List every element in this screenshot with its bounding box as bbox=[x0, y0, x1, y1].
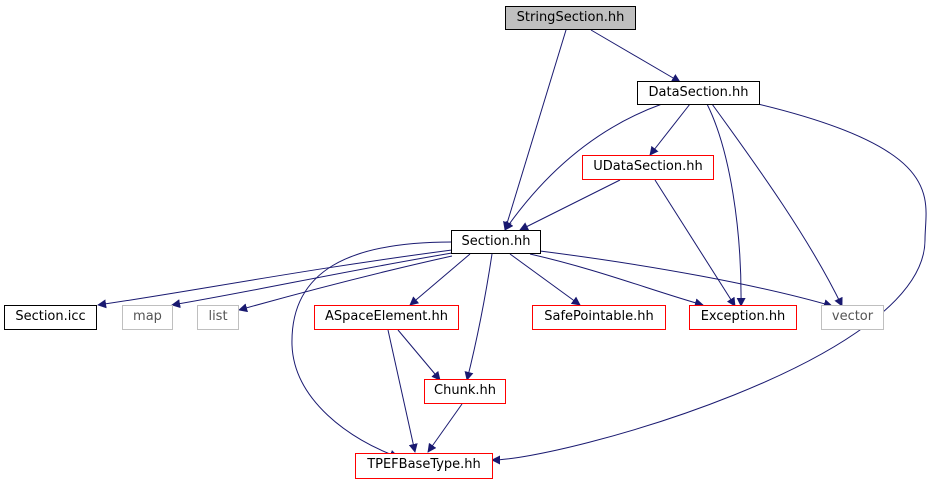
edge-datasection-udatasection bbox=[649, 103, 691, 156]
edge-section-vector bbox=[539, 250, 833, 309]
node-datasection-hh[interactable]: DataSection.hh bbox=[637, 81, 760, 105]
edge-section-tpefbasetype bbox=[291, 241, 453, 459]
node-label: StringSection.hh bbox=[516, 10, 625, 25]
node-label: list bbox=[208, 309, 228, 324]
node-chunk-hh[interactable]: Chunk.hh bbox=[424, 379, 506, 404]
node-label: ASpaceElement.hh bbox=[325, 309, 448, 324]
edge-aspaceelement-tpefbasetype bbox=[387, 329, 418, 453]
edge-section-chunk bbox=[464, 253, 493, 381]
edge-udatasection-exception bbox=[654, 179, 736, 307]
edge-datasection-section bbox=[504, 103, 663, 231]
node-section-icc[interactable]: Section.icc bbox=[4, 305, 97, 330]
node-label: UDataSection.hh bbox=[593, 159, 703, 174]
edge-datasection-tpefbasetype bbox=[491, 103, 927, 465]
node-exception-hh[interactable]: Exception.hh bbox=[689, 305, 797, 330]
node-tpefbasetype-hh[interactable]: TPEFBaseType.hh bbox=[355, 453, 493, 479]
node-label: Chunk.hh bbox=[434, 383, 496, 398]
node-udatasection-hh[interactable]: UDataSection.hh bbox=[582, 155, 714, 180]
edge-section-sectionicc bbox=[97, 249, 453, 309]
edge-section-aspaceelement bbox=[409, 253, 471, 306]
node-aspaceelement-hh[interactable]: ASpaceElement.hh bbox=[314, 305, 459, 330]
edge-section-safepointable bbox=[509, 253, 581, 306]
edge-aspaceelement-chunk bbox=[397, 329, 441, 381]
node-label: DataSection.hh bbox=[648, 85, 749, 100]
node-label: vector bbox=[831, 309, 874, 324]
node-safepointable-hh[interactable]: SafePointable.hh bbox=[532, 305, 666, 330]
edge-datasection-vector bbox=[711, 103, 843, 307]
node-label: Section.icc bbox=[15, 309, 86, 324]
node-list: list bbox=[197, 305, 239, 330]
edge-datasection-exception bbox=[706, 103, 746, 307]
node-label: map bbox=[133, 309, 162, 324]
node-map: map bbox=[122, 305, 173, 330]
edge-stringsection-section bbox=[503, 29, 567, 231]
edge-chunk-tpefbasetype bbox=[427, 403, 463, 453]
edge-section-list bbox=[238, 255, 453, 313]
node-label: Section.hh bbox=[461, 234, 531, 249]
node-section-hh[interactable]: Section.hh bbox=[451, 230, 541, 254]
edge-section-exception bbox=[529, 253, 704, 308]
node-vector: vector bbox=[821, 305, 884, 330]
edge-udatasection-section bbox=[519, 179, 621, 231]
node-label: Exception.hh bbox=[700, 309, 786, 324]
node-label: SafePointable.hh bbox=[544, 309, 654, 324]
edge-stringsection-datasection bbox=[590, 29, 681, 83]
node-label: TPEFBaseType.hh bbox=[367, 457, 481, 472]
edge-section-map bbox=[171, 252, 453, 309]
node-stringsection-hh: StringSection.hh bbox=[505, 6, 636, 30]
